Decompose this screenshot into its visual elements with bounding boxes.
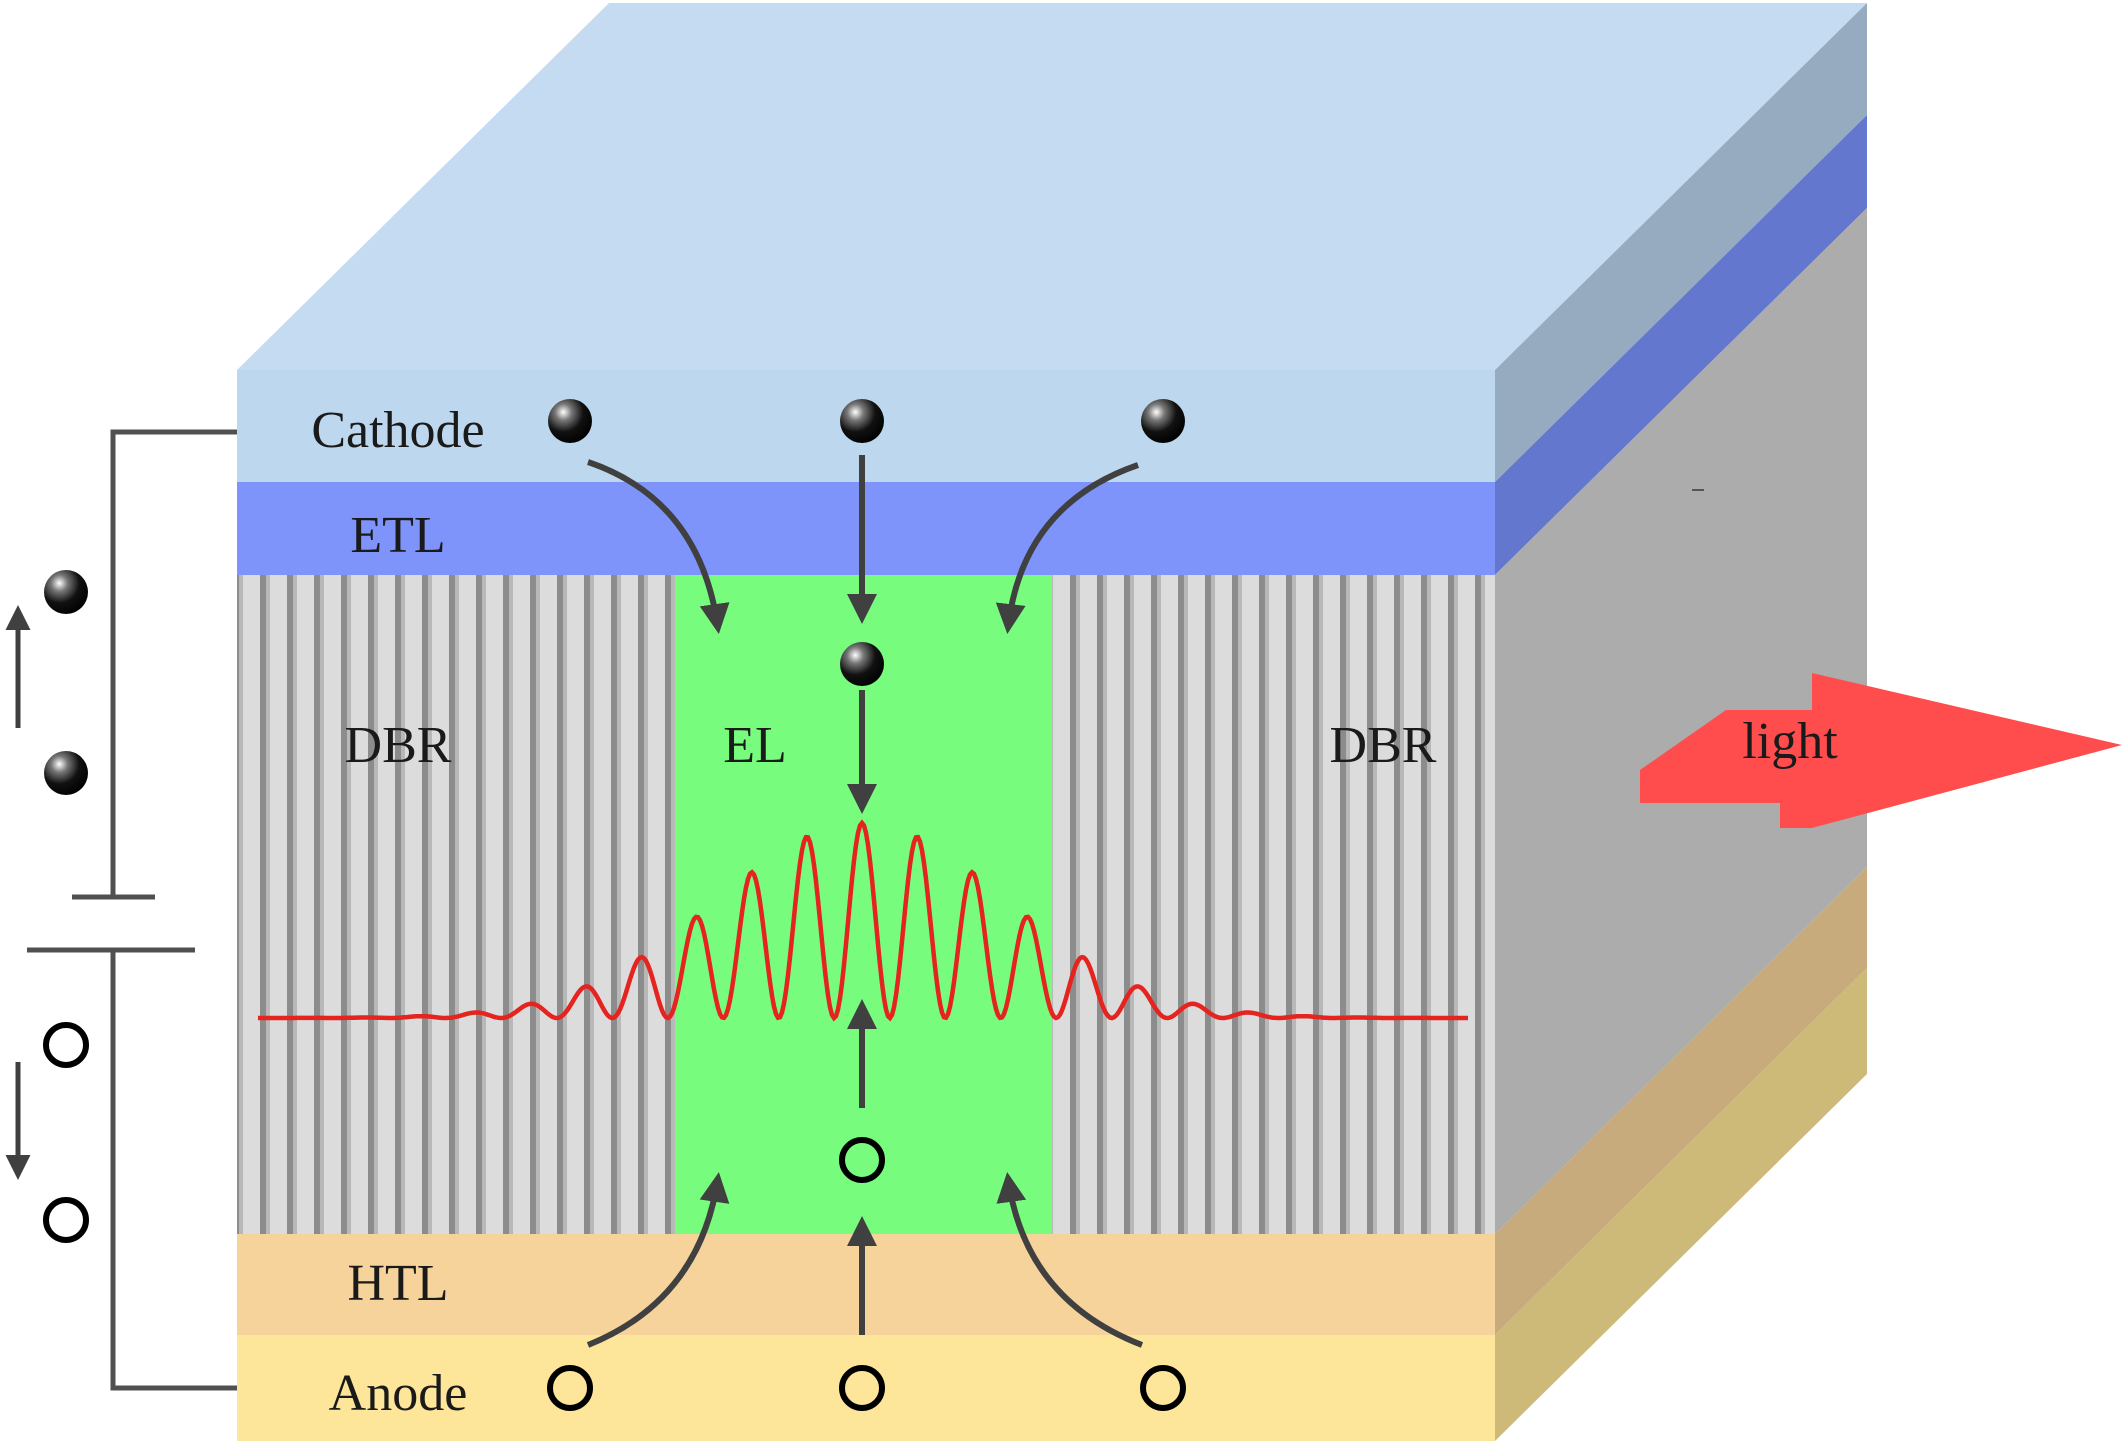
electron-injection-arrows <box>587 455 1139 814</box>
cathode-label: Cathode <box>311 402 484 459</box>
electron-icon <box>1141 399 1185 443</box>
hole-injection-arrows <box>586 999 1144 1348</box>
electron-icon <box>548 399 592 443</box>
htl-label: HTL <box>347 1255 448 1312</box>
electron-icon <box>840 642 884 686</box>
anode-label: Anode <box>329 1365 468 1422</box>
electrons <box>44 399 1185 795</box>
side-face-anode <box>1495 968 1867 1441</box>
circuit-wire-top <box>110 429 237 897</box>
etl-label: ETL <box>350 507 445 564</box>
holes <box>43 1022 1186 1411</box>
side-face-dbr <box>1495 208 1867 1234</box>
dbr-right-label: DBR <box>1330 717 1437 774</box>
etl-layer <box>237 482 1495 575</box>
side-face-htl <box>1495 867 1867 1335</box>
electron-arrow-right <box>995 462 1139 634</box>
electron-arrow-left <box>587 459 730 634</box>
hole-icon <box>839 1365 885 1411</box>
dbr-left-layer <box>237 575 675 1234</box>
hole-arrow-right <box>996 1172 1144 1348</box>
electron-icon <box>44 570 88 614</box>
side-face-cathode <box>1495 3 1867 482</box>
external-circuit <box>27 429 237 1391</box>
dbr-right-layer <box>1052 575 1495 1234</box>
light-output-arrow: light <box>1640 673 2122 828</box>
optical-field-wave <box>258 819 1468 1022</box>
hole-icon <box>1140 1365 1186 1411</box>
electron-icon <box>840 399 884 443</box>
hole-icon <box>547 1365 593 1411</box>
hole-icon <box>43 1197 89 1243</box>
light-label: light <box>1742 713 1838 770</box>
hole-arrow-left <box>586 1172 730 1348</box>
slab-top-face <box>237 3 1867 370</box>
htl-layer <box>237 1234 1495 1335</box>
side-face-etl <box>1495 115 1867 575</box>
el-label: EL <box>723 717 787 774</box>
circuit-wire-bottom <box>110 950 237 1391</box>
light-arrow-icon <box>1640 673 2122 828</box>
hole-icon <box>839 1137 885 1183</box>
anode-layer <box>237 1335 1495 1441</box>
hole-icon <box>43 1022 89 1068</box>
dbr-left-label: DBR <box>345 717 452 774</box>
electron-icon <box>44 751 88 795</box>
